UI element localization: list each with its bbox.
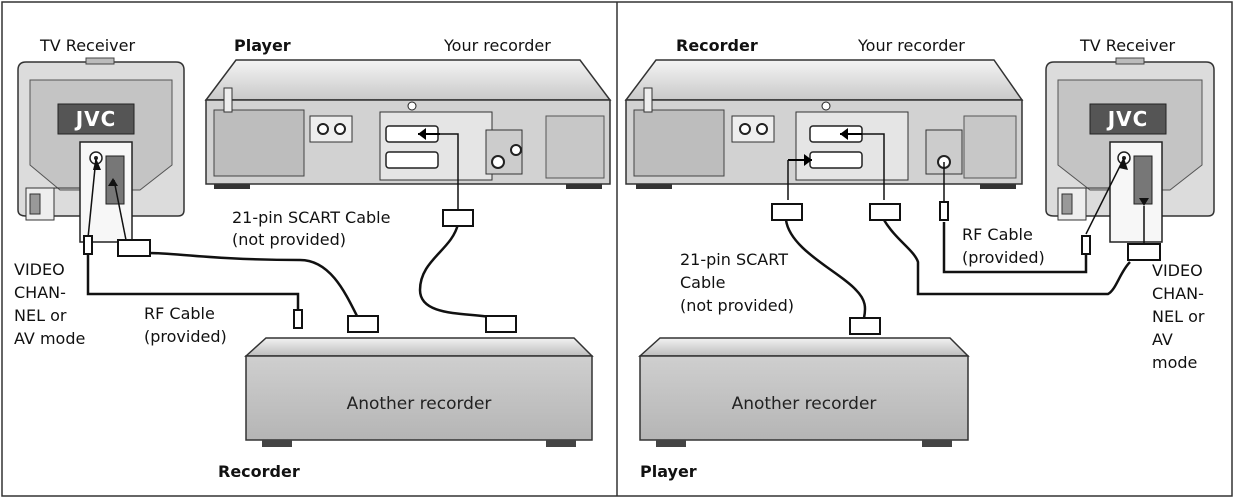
left-rf-line1: RF Cable: [144, 304, 215, 323]
left-recorder-label: Recorder: [218, 462, 300, 481]
right-player-label: Player: [640, 462, 697, 481]
left-cables: [86, 133, 496, 320]
left-scart-line2: (not provided): [232, 230, 346, 249]
left-player-label: Player: [234, 36, 291, 55]
left-video-line-2: NEL or: [14, 306, 67, 325]
right-connectors: [771, 158, 1161, 335]
left-scart-line1: 21-pin SCART Cable: [232, 208, 390, 227]
right-scart-line-1: Cable: [680, 273, 725, 292]
left-tv-receiver: JVC: [17, 57, 185, 243]
left-panel: JVC: [14, 36, 612, 481]
right-your-recorder-label: Your recorder: [857, 36, 965, 55]
right-panel: JVC: [624, 36, 1215, 481]
left-video-line-3: AV mode: [14, 329, 85, 348]
right-tv-logo-plate: [1089, 103, 1167, 135]
right-video-line-2: NEL or: [1152, 307, 1205, 326]
left-your-recorder-label: Your recorder: [443, 36, 551, 55]
left-your-recorder: [204, 59, 612, 189]
right-tv-label: TV Receiver: [1079, 36, 1175, 55]
left-another-recorder-label: Another recorder: [347, 394, 492, 414]
right-cables: [784, 133, 1145, 319]
left-tv-label: TV Receiver: [39, 36, 135, 55]
right-rf-line1: RF Cable: [962, 225, 1033, 244]
right-video-line-3: AV: [1152, 330, 1173, 349]
right-video-line-1: CHAN-: [1152, 284, 1204, 303]
tv-logo-plate: [57, 103, 135, 135]
right-rf-line2: (provided): [962, 248, 1045, 267]
left-connectors: [83, 158, 517, 333]
left-video-line-1: CHAN-: [14, 283, 66, 302]
right-scart-line-2: (not provided): [680, 296, 794, 315]
tv-logo-text: JVC: [74, 107, 117, 131]
right-another-recorder: Another recorder: [638, 337, 970, 447]
right-video-line-4: mode: [1152, 353, 1197, 372]
right-recorder-label: Recorder: [676, 36, 758, 55]
right-your-recorder: [624, 59, 1024, 189]
right-video-line-0: VIDEO: [1152, 261, 1203, 280]
left-video-line-0: VIDEO: [14, 260, 65, 279]
right-scart-socket-2: [809, 151, 863, 169]
left-another-recorder: Another recorder: [244, 337, 594, 447]
left-rf-line2: (provided): [144, 327, 227, 346]
right-another-recorder-label: Another recorder: [732, 394, 877, 414]
right-tv-receiver: JVC: [1045, 57, 1215, 243]
scart-socket-2: [385, 151, 439, 169]
right-scart-line-0: 21-pin SCART: [680, 250, 788, 269]
right-tv-logo-text: JVC: [1106, 107, 1149, 131]
